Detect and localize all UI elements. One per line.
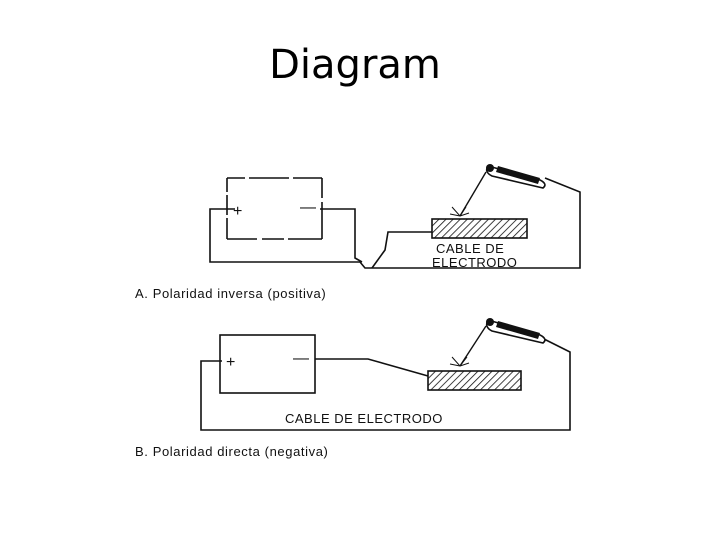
positive-terminal-a: + <box>233 203 242 220</box>
circuit-wires-a <box>209 177 581 269</box>
slide-title: Diagram <box>269 42 441 88</box>
work-piece-a <box>431 218 528 239</box>
electrode-cable-label-a-line2: ELECTRODO <box>432 255 517 270</box>
electrode-cable-label-a-line1: CABLE DE <box>436 241 504 256</box>
circuit-wires-b <box>200 337 571 431</box>
electrode-holder-a <box>459 164 546 217</box>
caption-a: A. Polaridad inversa (positiva) <box>135 286 326 301</box>
diagram-a: + — CABLE DE ELECTRODO A. Polarid <box>135 164 581 301</box>
positive-terminal-b: + <box>226 354 235 371</box>
negative-terminal-a: — <box>300 199 316 216</box>
electrode-cable-label-b: CABLE DE ELECTRODO <box>285 411 443 426</box>
power-source-b <box>219 334 316 394</box>
arc-spark-a <box>449 206 470 217</box>
arc-spark-b <box>449 356 470 367</box>
diagram-b: + — CABLE DE ELECTRODO B. Polaridad dire… <box>135 318 571 459</box>
electrode-holder-b <box>459 318 546 367</box>
work-piece-b <box>427 370 522 391</box>
caption-b: B. Polaridad directa (negativa) <box>135 444 328 459</box>
negative-terminal-b: — <box>293 350 309 367</box>
